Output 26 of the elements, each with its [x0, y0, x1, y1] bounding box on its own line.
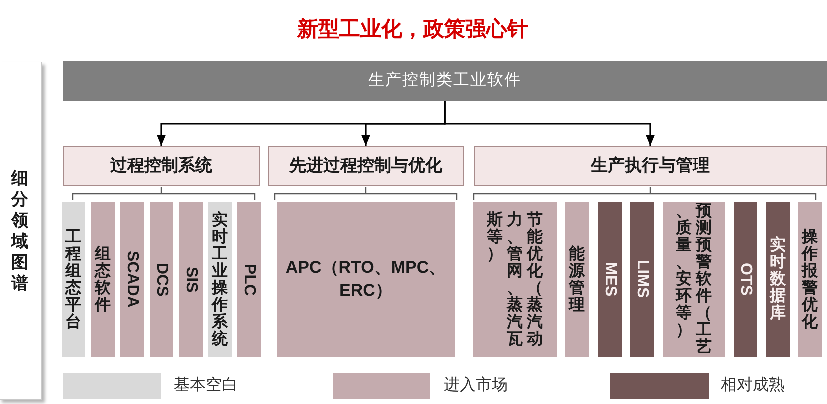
- category-box: 生产执行与管理: [474, 146, 827, 186]
- column-box: 预测预警软件（工艺、质量、安环等）: [663, 202, 725, 357]
- legend-label: 相对成熟: [721, 376, 785, 396]
- legend-label: 基本空白: [174, 376, 238, 396]
- column-box: LIMS: [630, 202, 654, 357]
- column-box: MES: [598, 202, 622, 357]
- arrow: [444, 101, 656, 146]
- header-bar: 生产控制类工业软件: [63, 61, 827, 101]
- column-box: PLC: [237, 202, 261, 357]
- column-box: OTS: [734, 202, 757, 357]
- column-box: 实时工业操作系统: [208, 202, 232, 357]
- column-box: 能源管理: [565, 202, 589, 357]
- column-box: 操作报警优化: [798, 202, 822, 357]
- title: 新型工业化，政策强心针: [298, 16, 528, 42]
- column-box: SCADA: [120, 202, 144, 357]
- column-box: 工程组态平台: [62, 202, 85, 357]
- column-box: SIS: [179, 202, 203, 357]
- column-box: 实时数据库: [766, 202, 790, 357]
- column-box: DCS: [150, 202, 173, 357]
- legend-label: 进入市场: [444, 376, 508, 396]
- column-box: 组态软件: [91, 202, 115, 357]
- category-box: 先进过程控制与优化: [268, 146, 464, 186]
- column-box: 节能优化（蒸汽动力、管网、蒸汽瓦斯等）: [473, 202, 557, 357]
- side-label-box: 细分领域图谱: [0, 62, 42, 400]
- category-box: 过程控制系统: [63, 146, 260, 186]
- content-box: APC（RTO、MPC、ERC）: [277, 202, 455, 357]
